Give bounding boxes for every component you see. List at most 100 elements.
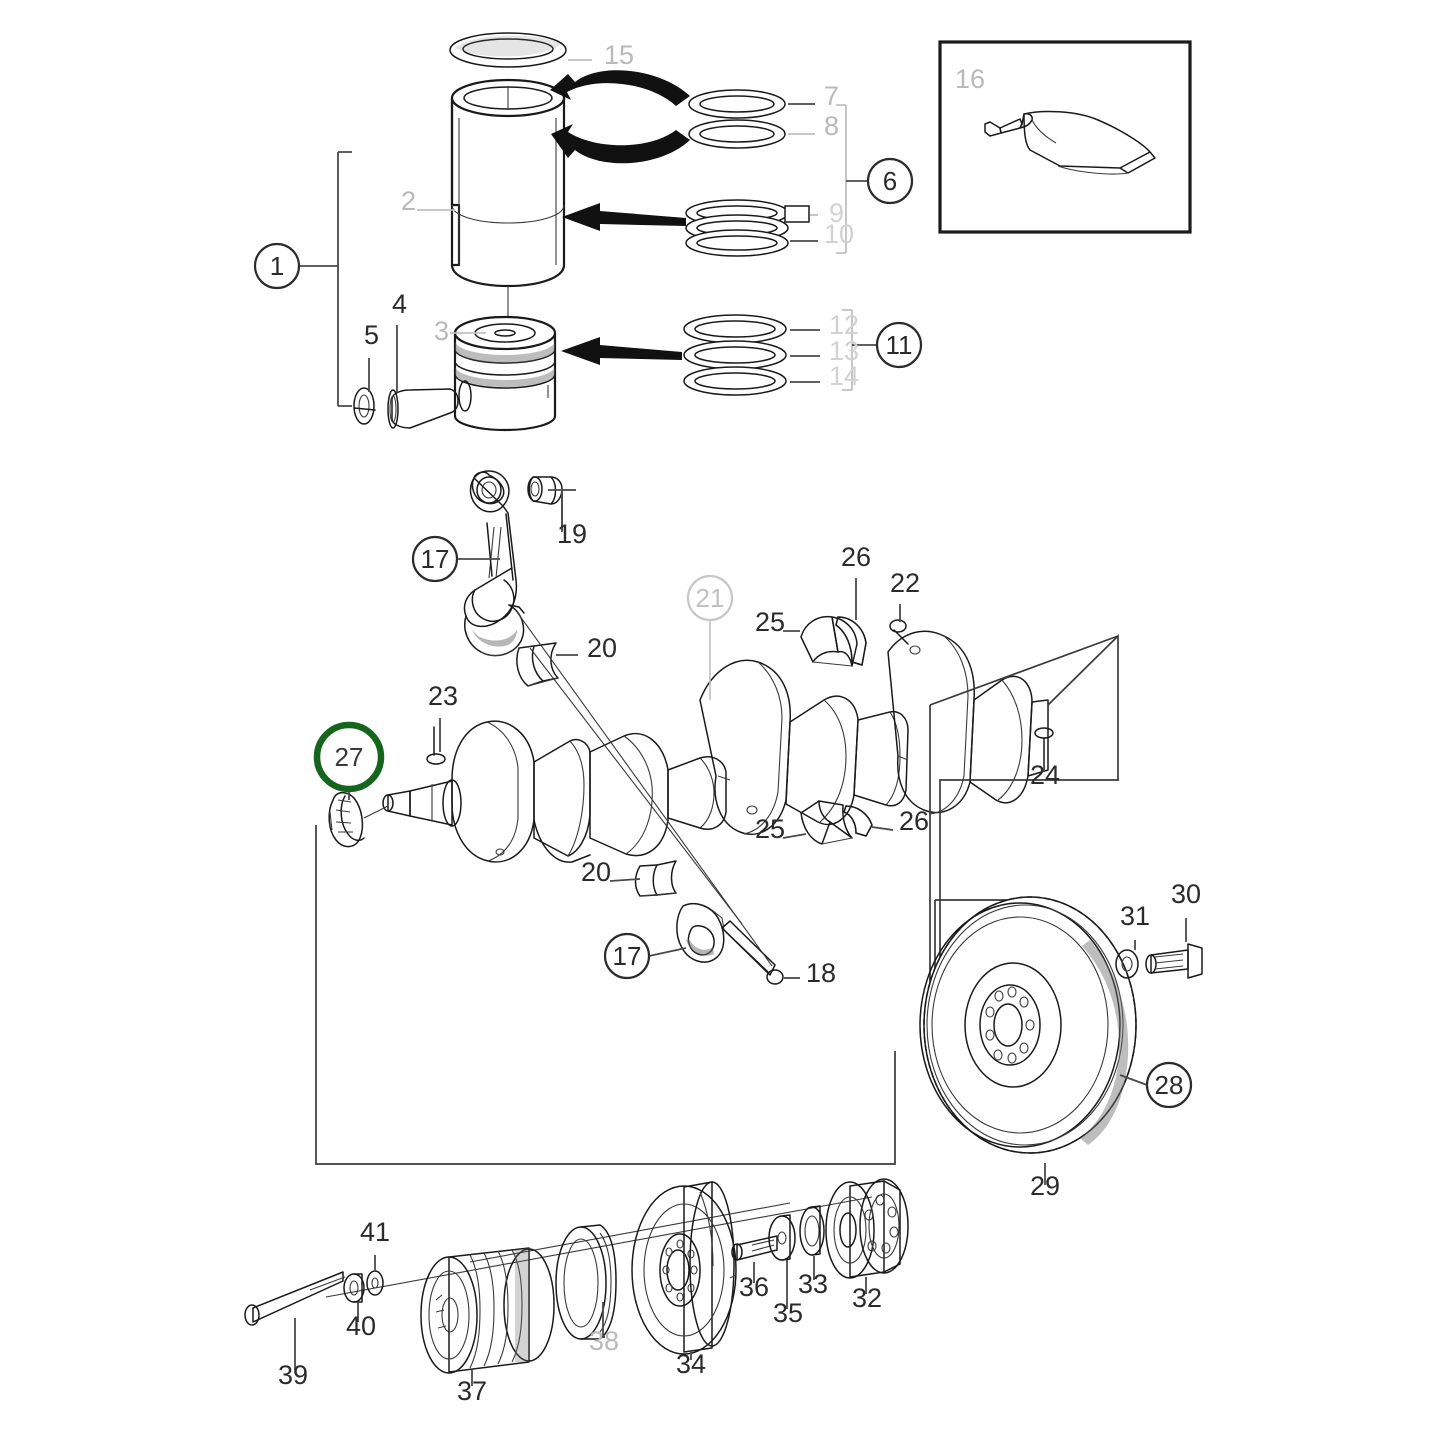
label-4: 4 — [392, 289, 407, 319]
label-25-lower: 25 — [755, 814, 785, 844]
vibration-damper-34 — [631, 1181, 737, 1355]
label-15: 15 — [604, 40, 634, 70]
callout-11[interactable]: 11 — [875, 321, 923, 369]
assembly-arrow-upper — [550, 70, 690, 106]
spacer-35 — [768, 1214, 796, 1261]
callout-27-bg — [317, 725, 381, 789]
crankshaft-21 — [382, 630, 1049, 863]
label-10: 10 — [824, 219, 854, 249]
label-38: 38 — [589, 1326, 619, 1356]
assembly-arrow-liner-mid — [562, 203, 686, 231]
sealant-tube-drawing — [984, 110, 1156, 175]
piston-pin-4 — [387, 388, 459, 429]
bolt-36 — [731, 1235, 778, 1261]
cylinder-liner-2 — [450, 78, 566, 325]
label-2: 2 — [401, 186, 416, 216]
washer-31 — [1115, 949, 1139, 979]
flywheel-28 — [919, 896, 1137, 1154]
label-9: 9 — [829, 198, 844, 228]
callout-label-11: 11 — [886, 330, 913, 360]
hub-32 — [825, 1178, 909, 1279]
conrod-bushing-19 — [527, 476, 563, 505]
label-14: 14 — [829, 361, 859, 391]
label-18: 18 — [806, 958, 836, 988]
label-25-upper: 25 — [755, 607, 785, 637]
callout-circle-21 — [686, 574, 734, 622]
callout-label-17-upper: 17 — [421, 544, 450, 574]
callout-label-17-lower: 17 — [613, 941, 642, 971]
spacer-washer-33 — [799, 1205, 825, 1256]
label-23: 23 — [428, 681, 458, 711]
leaders-flywheel-group — [1044, 918, 1187, 1185]
label-8: 8 — [824, 111, 839, 141]
callout-6[interactable]: 6 — [866, 157, 914, 205]
leaders-bottom-group — [294, 1255, 867, 1386]
label-12: 12 — [829, 310, 859, 340]
label-5: 5 — [364, 320, 379, 350]
washer-40 — [343, 1273, 365, 1303]
callout-circle-1 — [253, 242, 301, 290]
label-22: 22 — [890, 568, 920, 598]
callout-label-6: 6 — [883, 166, 897, 196]
callout-label-27: 27 — [335, 742, 364, 772]
assembly-arrow-lower — [551, 124, 690, 164]
label-40: 40 — [346, 1311, 376, 1341]
main-bearing-shell-upper-25b — [800, 800, 853, 845]
assembly-arrow-piston — [561, 337, 682, 365]
label-20-lower: 20 — [581, 857, 611, 887]
o-ring-8 — [688, 119, 786, 149]
label-29: 29 — [1030, 1171, 1060, 1201]
leaders-crank-group — [348, 489, 1045, 979]
main-bearing-shell-upper-25a — [800, 615, 858, 667]
callout-circle-17-upper — [411, 535, 459, 583]
callout-21[interactable]: 21 — [686, 574, 734, 622]
liner-seal-ring-15 — [449, 32, 567, 68]
callout-circle-11 — [875, 321, 923, 369]
label-37: 37 — [457, 1376, 487, 1406]
piston-ring-set-12-13-14 — [683, 314, 787, 396]
callout-17-upper[interactable]: 17 — [411, 535, 459, 583]
label-34: 34 — [676, 1349, 706, 1379]
label-26-upper: 26 — [841, 542, 871, 572]
o-ring-stack-9-10 — [685, 199, 810, 257]
dowel-pin-24 — [1034, 727, 1054, 771]
front-main-bearing-27 — [328, 791, 365, 848]
label-30: 30 — [1171, 879, 1201, 909]
callout-label-1: 1 — [270, 251, 284, 281]
dowel-pin-22 — [889, 619, 909, 645]
center-bolt-39 — [244, 1271, 346, 1326]
main-bearing-shell-lower-26a — [835, 616, 867, 666]
piston-3 — [453, 315, 557, 432]
circlip-5 — [353, 387, 376, 425]
label-19: 19 — [557, 519, 587, 549]
callout-1[interactable]: 1 — [253, 242, 301, 290]
ring-gear-29 — [923, 896, 1137, 1154]
connecting-rod-17 — [463, 470, 525, 657]
flywheel-bolt-30 — [1145, 943, 1203, 979]
crankshaft-pulley-37 — [420, 1247, 555, 1374]
washer-41 — [366, 1270, 384, 1296]
callout-17-lower[interactable]: 17 — [603, 932, 651, 980]
callout-27-highlighted[interactable]: 27 — [313, 721, 385, 793]
label-13: 13 — [829, 336, 859, 366]
conrod-bolt-18 — [721, 920, 784, 985]
highlight-ring-27 — [313, 721, 385, 793]
label-35: 35 — [773, 1298, 803, 1328]
connecting-rod-cap-17 — [676, 902, 725, 963]
callout-28[interactable]: 28 — [1145, 1061, 1193, 1109]
label-33: 33 — [798, 1269, 828, 1299]
label-31: 31 — [1120, 901, 1150, 931]
label-20-upper: 20 — [587, 633, 617, 663]
pulley-ring-38 — [555, 1224, 617, 1340]
key-23 — [426, 726, 446, 765]
callout-label-28: 28 — [1155, 1070, 1184, 1100]
cylinder-liner-assembly — [353, 32, 810, 432]
callout-circle-6 — [866, 157, 914, 205]
o-ring-7 — [688, 89, 786, 119]
conrod-bearing-shell-20-upper — [516, 642, 559, 687]
label-7: 7 — [824, 81, 839, 111]
inset-box-16 — [938, 40, 1192, 234]
callout-label-21: 21 — [696, 583, 725, 613]
